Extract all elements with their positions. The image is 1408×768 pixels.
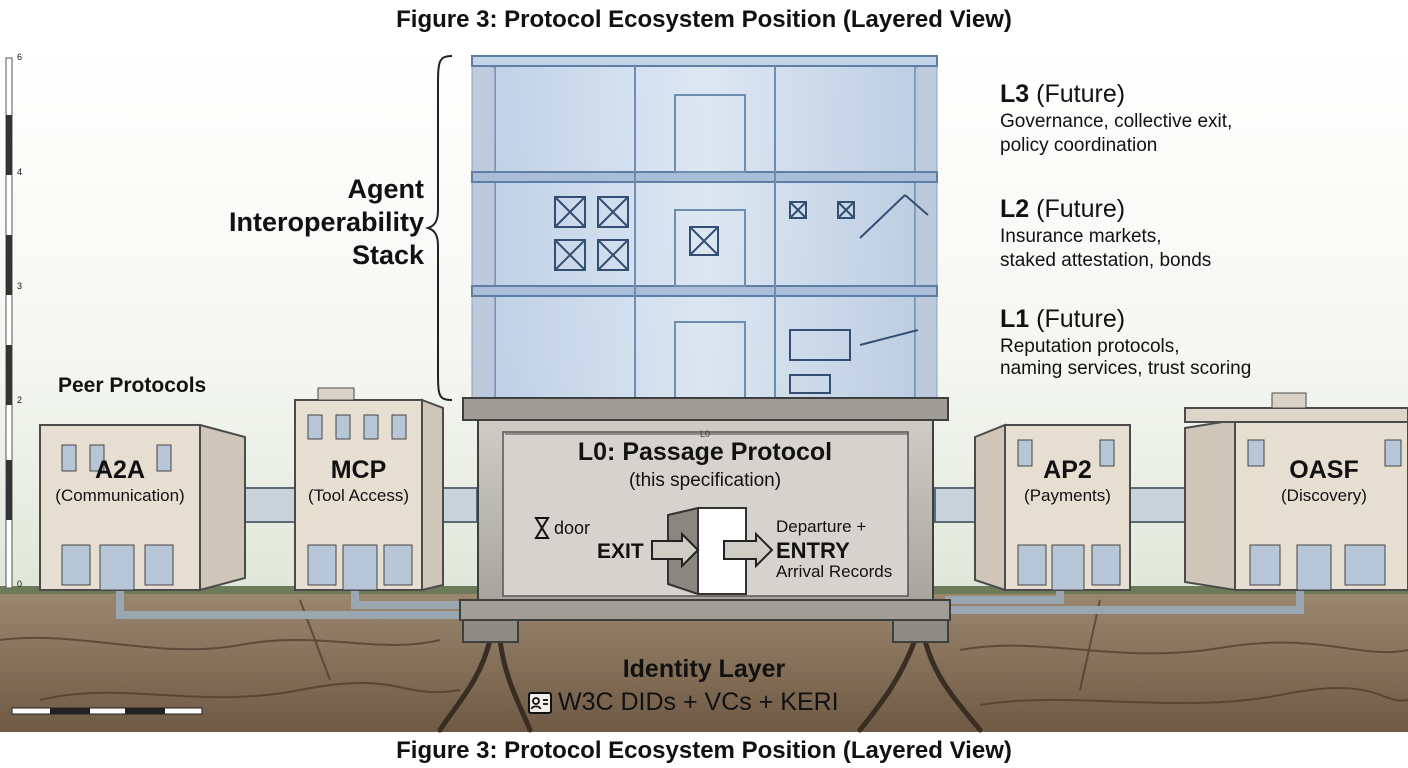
l0-title: L0: Passage Protocol [577, 438, 833, 466]
layer-l2-id: L2 [1000, 195, 1030, 223]
stack-label-line3: Stack [351, 240, 424, 270]
utility-pipes [116, 590, 1304, 619]
layer-l1-heading: L1 (Future) [1000, 305, 1125, 334]
l0-entry-label: ENTRY [776, 538, 850, 563]
scale-bar [11, 707, 203, 715]
l0-door-label: door [554, 518, 591, 538]
layer-l1-line1: Reputation protocols, [1000, 336, 1180, 357]
stack-bracket [424, 55, 453, 401]
ruler-tick: 2 [17, 395, 23, 405]
figure-title-bottom: Figure 3: Protocol Ecosystem Position (L… [396, 737, 1012, 764]
identity-stack: W3C DIDs + VCs + KERI [528, 688, 839, 717]
peer-a2a-name: A2A [94, 456, 145, 484]
layer-l2-status: (Future) [1036, 195, 1126, 223]
layer-l1-line2: naming services, trust scoring [1000, 358, 1252, 379]
peer-oasf-name: OASF [1289, 456, 1359, 484]
layer-l1-status: (Future) [1036, 305, 1126, 333]
skybridges [212, 487, 1191, 523]
peer-mcp-role: (Tool Access) [307, 486, 410, 505]
stack-label-line1: Agent [347, 174, 425, 204]
l0-departure-label: Departure + [776, 517, 867, 536]
figure-title-top: Figure 3: Protocol Ecosystem Position (L… [396, 6, 1012, 33]
peer-mcp-name: MCP [330, 456, 387, 484]
foundation-roots [437, 637, 983, 733]
l0-subtitle: (this specification) [628, 470, 782, 491]
id-card-icon [528, 691, 552, 714]
layer-l3-line2: policy coordination [1000, 135, 1158, 156]
layer-l3-status: (Future) [1036, 80, 1126, 108]
peer-a2a-role: (Communication) [55, 486, 185, 505]
layer-l3-id: L3 [1000, 80, 1030, 108]
building-mcp [294, 387, 444, 592]
ruler-tick: 6 [17, 52, 23, 62]
identity-stack-text: W3C DIDs + VCs + KERI [558, 688, 839, 716]
ruler-tick: 4 [17, 167, 23, 177]
scale-ruler [5, 57, 13, 589]
layer-l2-line1: Insurance markets, [1000, 226, 1162, 247]
identity-title: Identity Layer [622, 655, 786, 683]
layer-l1-id: L1 [1000, 305, 1030, 333]
l0-exit-label: EXIT [597, 540, 644, 563]
peer-ap2-name: AP2 [1043, 456, 1092, 484]
glass-tower [471, 55, 938, 401]
building-oasf [1184, 392, 1408, 592]
peer-protocols-heading: Peer Protocols [58, 374, 207, 397]
layer-l2-heading: L2 (Future) [1000, 195, 1125, 224]
building-a2a [39, 423, 246, 592]
l0-building [459, 397, 951, 643]
stack-label-line2: Interoperability [228, 207, 424, 237]
ruler-tick: 0 [17, 579, 23, 589]
l0-dimension-label: L0 [700, 429, 711, 439]
building-ap2 [974, 423, 1131, 592]
layer-l2-line2: staked attestation, bonds [1000, 250, 1212, 271]
layer-l3-heading: L3 (Future) [1000, 80, 1125, 109]
l0-arrival-label: Arrival Records [776, 562, 893, 581]
peer-ap2-role: (Payments) [1024, 486, 1111, 505]
peer-oasf-role: (Discovery) [1281, 486, 1367, 505]
ruler-tick: 3 [17, 281, 23, 291]
layer-l3-line1: Governance, collective exit, [1000, 111, 1233, 132]
